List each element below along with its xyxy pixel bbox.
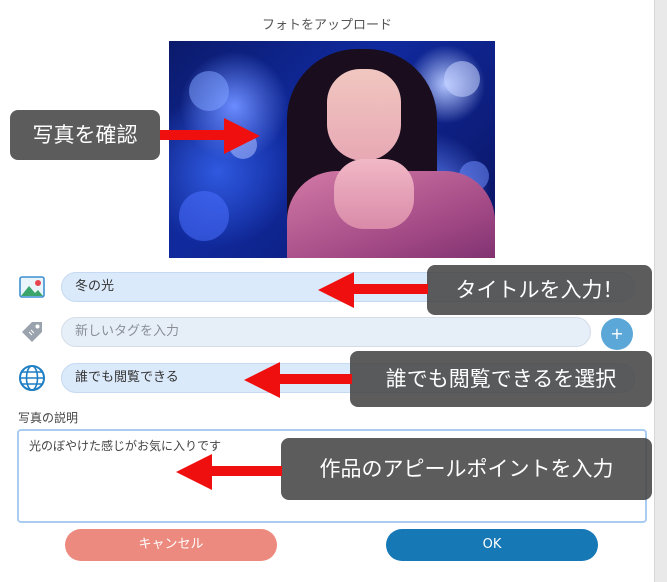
image-icon	[19, 276, 45, 298]
bokeh-light	[444, 61, 480, 97]
tag-input[interactable]: 新しいタグを入力	[61, 317, 591, 347]
tag-icon	[22, 322, 42, 342]
globe-icon	[19, 365, 45, 391]
callout-select-visibility: 誰でも閲覧できるを選択	[350, 351, 652, 407]
add-tag-button[interactable]: +	[601, 318, 633, 350]
window-edge	[655, 0, 667, 582]
callout-enter-appeal: 作品のアピールポイントを入力	[281, 438, 652, 500]
description-label: 写真の説明	[18, 411, 79, 425]
portrait-scarf	[334, 159, 414, 229]
arrow-to-title	[318, 270, 428, 310]
cancel-button[interactable]: キャンセル	[65, 529, 277, 561]
ok-button[interactable]: OK	[386, 529, 598, 561]
arrow-to-visibility	[244, 360, 352, 400]
arrow-to-description	[176, 452, 282, 492]
callout-check-photo: 写真を確認	[10, 110, 160, 160]
portrait-face	[327, 69, 401, 161]
dialog-title: フォトをアップロード	[261, 18, 392, 33]
arrow-to-photo	[160, 116, 260, 156]
bokeh-light	[179, 191, 229, 241]
callout-enter-title: タイトルを入力！	[427, 265, 652, 315]
bokeh-light	[189, 71, 229, 111]
